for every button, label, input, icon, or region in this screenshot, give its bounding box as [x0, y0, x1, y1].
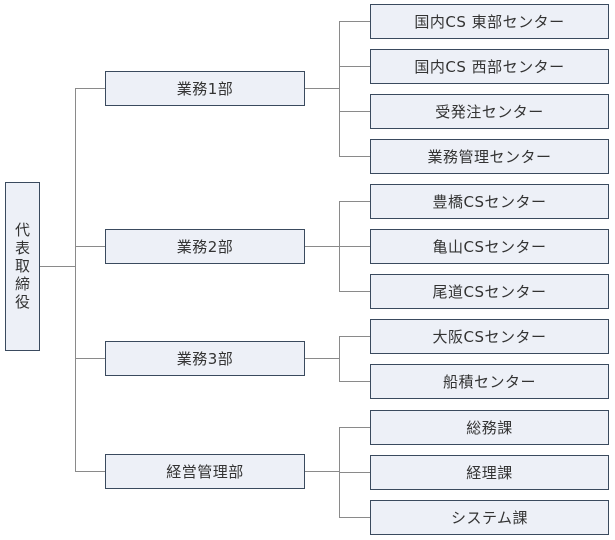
unit-box: 総務課: [370, 410, 609, 445]
unit-box: 尾道CSセンター: [370, 274, 609, 309]
connector-group-3-stub: [304, 358, 340, 359]
connector-group-1-stub: [304, 88, 340, 89]
unit-label: 大阪CSセンター: [432, 328, 547, 346]
unit-label: システム課: [450, 509, 529, 527]
connector-unit: [339, 201, 370, 202]
unit-label: 国内CS 東部センター: [414, 13, 565, 31]
unit-label: 総務課: [466, 419, 513, 437]
unit-label: 経理課: [466, 464, 513, 482]
unit-label: 受発注センター: [435, 103, 544, 121]
connector-unit: [339, 21, 370, 22]
department-label: 業務2部: [176, 238, 234, 256]
department-box-1: 業務1部: [105, 71, 305, 106]
connector-dept-3: [75, 358, 105, 359]
department-box-4: 経営管理部: [105, 454, 305, 489]
unit-label: 亀山CSセンター: [432, 238, 547, 256]
unit-box: システム課: [370, 500, 609, 535]
unit-label: 尾道CSセンター: [432, 283, 547, 301]
unit-label: 豊橋CSセンター: [432, 193, 547, 211]
department-label: 業務1部: [176, 80, 234, 98]
root-box: 代表取締役: [5, 182, 40, 351]
department-box-3: 業務3部: [105, 341, 305, 376]
connector-unit: [339, 517, 370, 518]
connector-unit: [339, 336, 370, 337]
unit-label: 船積センター: [442, 373, 536, 391]
unit-box: 国内CS 西部センター: [370, 49, 609, 84]
connector-root-stub: [40, 266, 76, 267]
unit-box: 国内CS 東部センター: [370, 4, 609, 39]
root-label: 代表取締役: [13, 221, 31, 312]
connector-group-1-spine: [339, 21, 340, 157]
connector-group-2-stub: [304, 246, 340, 247]
unit-box: 大阪CSセンター: [370, 319, 609, 354]
unit-box: 経理課: [370, 455, 609, 490]
unit-box: 業務管理センター: [370, 139, 609, 174]
unit-box: 受発注センター: [370, 94, 609, 129]
connector-group-3-spine: [339, 336, 340, 382]
department-label: 業務3部: [176, 350, 234, 368]
connector-unit: [339, 66, 370, 67]
unit-label: 業務管理センター: [427, 148, 552, 166]
connector-dept-2: [75, 246, 105, 247]
connector-group-4-stub: [304, 471, 340, 472]
connector-unit: [339, 291, 370, 292]
department-label: 経営管理部: [166, 463, 244, 481]
unit-box: 亀山CSセンター: [370, 229, 609, 264]
connector-unit: [339, 381, 370, 382]
connector-dept-1: [75, 88, 105, 89]
connector-unit: [339, 156, 370, 157]
connector-unit: [339, 111, 370, 112]
connector-unit: [339, 427, 370, 428]
connector-unit: [339, 472, 370, 473]
unit-box: 豊橋CSセンター: [370, 184, 609, 219]
unit-label: 国内CS 西部センター: [414, 58, 565, 76]
department-box-2: 業務2部: [105, 229, 305, 264]
connector-unit: [339, 246, 370, 247]
unit-box: 船積センター: [370, 364, 609, 399]
connector-root-spine: [75, 88, 76, 472]
connector-dept-4: [75, 471, 105, 472]
